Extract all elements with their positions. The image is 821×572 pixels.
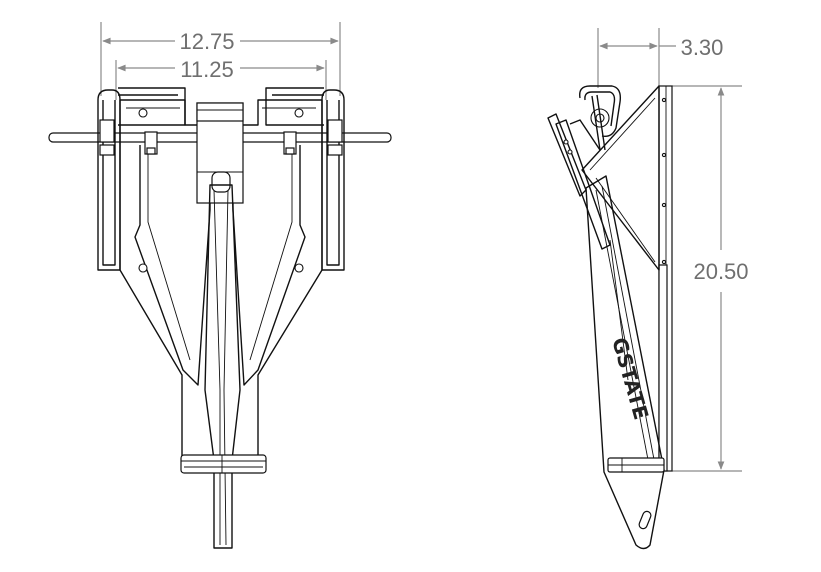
back-plate xyxy=(658,85,673,472)
side-view: 3.30 20.50 xyxy=(547,28,749,550)
dimension-label-overall-width: 12.75 xyxy=(179,29,234,54)
bottom-collar xyxy=(180,454,267,474)
dimension-inner-width: 11.25 xyxy=(115,57,327,100)
dimension-label-inner-width: 11.25 xyxy=(180,57,233,82)
dimension-label-height: 20.50 xyxy=(693,259,748,284)
dimension-overall-width: 12.75 xyxy=(100,22,341,96)
center-head-block xyxy=(196,102,244,204)
right-side-bracket xyxy=(265,87,345,271)
front-view: 12.75 11.25 xyxy=(48,22,392,549)
gusset-plate xyxy=(581,85,660,271)
long-shank: GSTATE xyxy=(585,175,665,550)
dimension-label-depth: 3.30 xyxy=(681,35,724,60)
dimension-height: 20.50 xyxy=(672,85,749,472)
dimension-depth: 3.30 xyxy=(597,28,724,88)
top-hook xyxy=(579,85,622,151)
lever-arm xyxy=(547,113,611,250)
bottom-collar-side xyxy=(607,457,665,473)
center-shank xyxy=(204,184,241,549)
